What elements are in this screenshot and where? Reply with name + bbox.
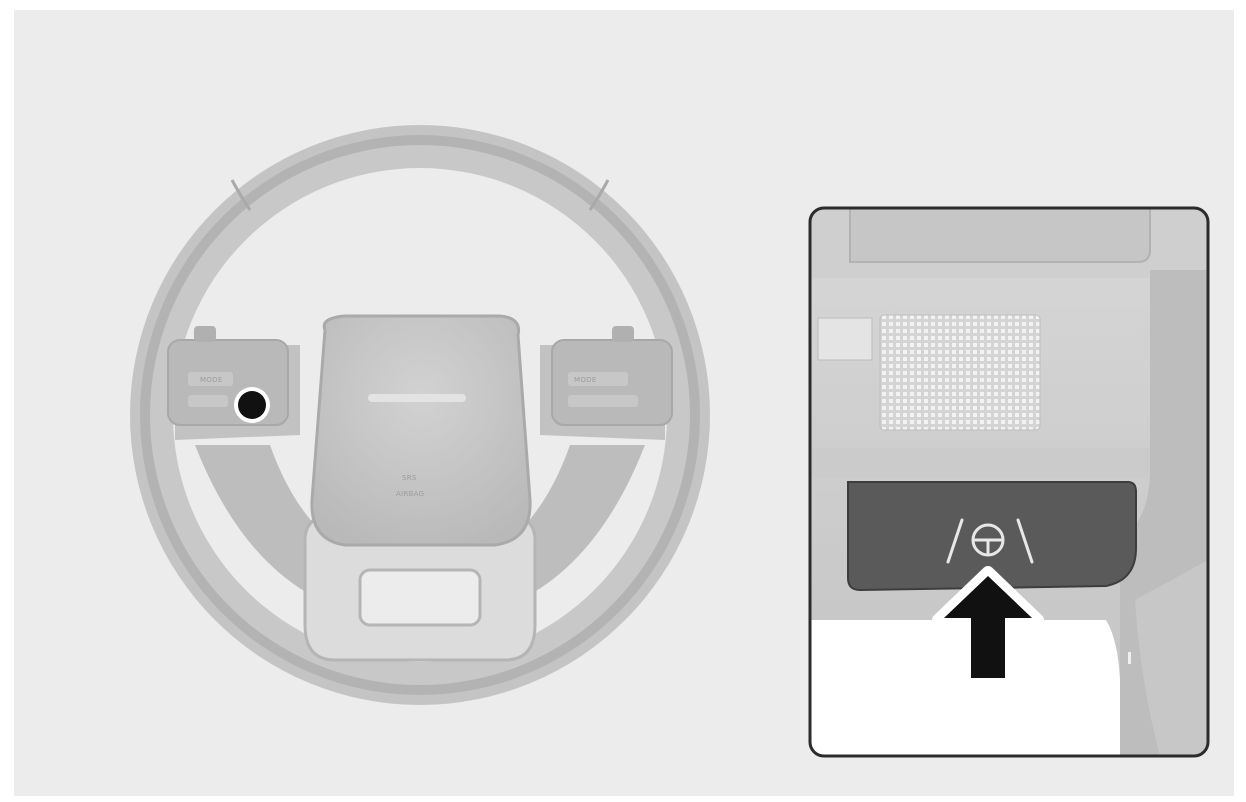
left-control-label: MODE — [200, 376, 223, 384]
heated-wheel-button-panel — [847, 481, 1137, 592]
up-arrow-icon — [944, 576, 1032, 678]
inset-detail — [808, 206, 1210, 758]
steering-heat-icon[interactable] — [946, 518, 1034, 564]
right-control-label: MODE — [574, 376, 597, 384]
airbag-hub — [310, 314, 532, 547]
steering-wheel: MODE MODE SRS AIRBAG — [130, 125, 710, 705]
yoke-opening — [358, 568, 482, 627]
right-mode-button[interactable] — [568, 372, 628, 386]
airbag-text-bottom: AIRBAG — [396, 490, 424, 498]
left-mode-button[interactable] — [188, 372, 233, 386]
dashboard-vent — [879, 314, 1041, 431]
hub-logo-bar — [368, 394, 466, 402]
highlighted-button-marker[interactable] — [238, 391, 266, 419]
airbag-text-top: SRS — [402, 474, 417, 482]
inset-frame — [808, 206, 1210, 758]
